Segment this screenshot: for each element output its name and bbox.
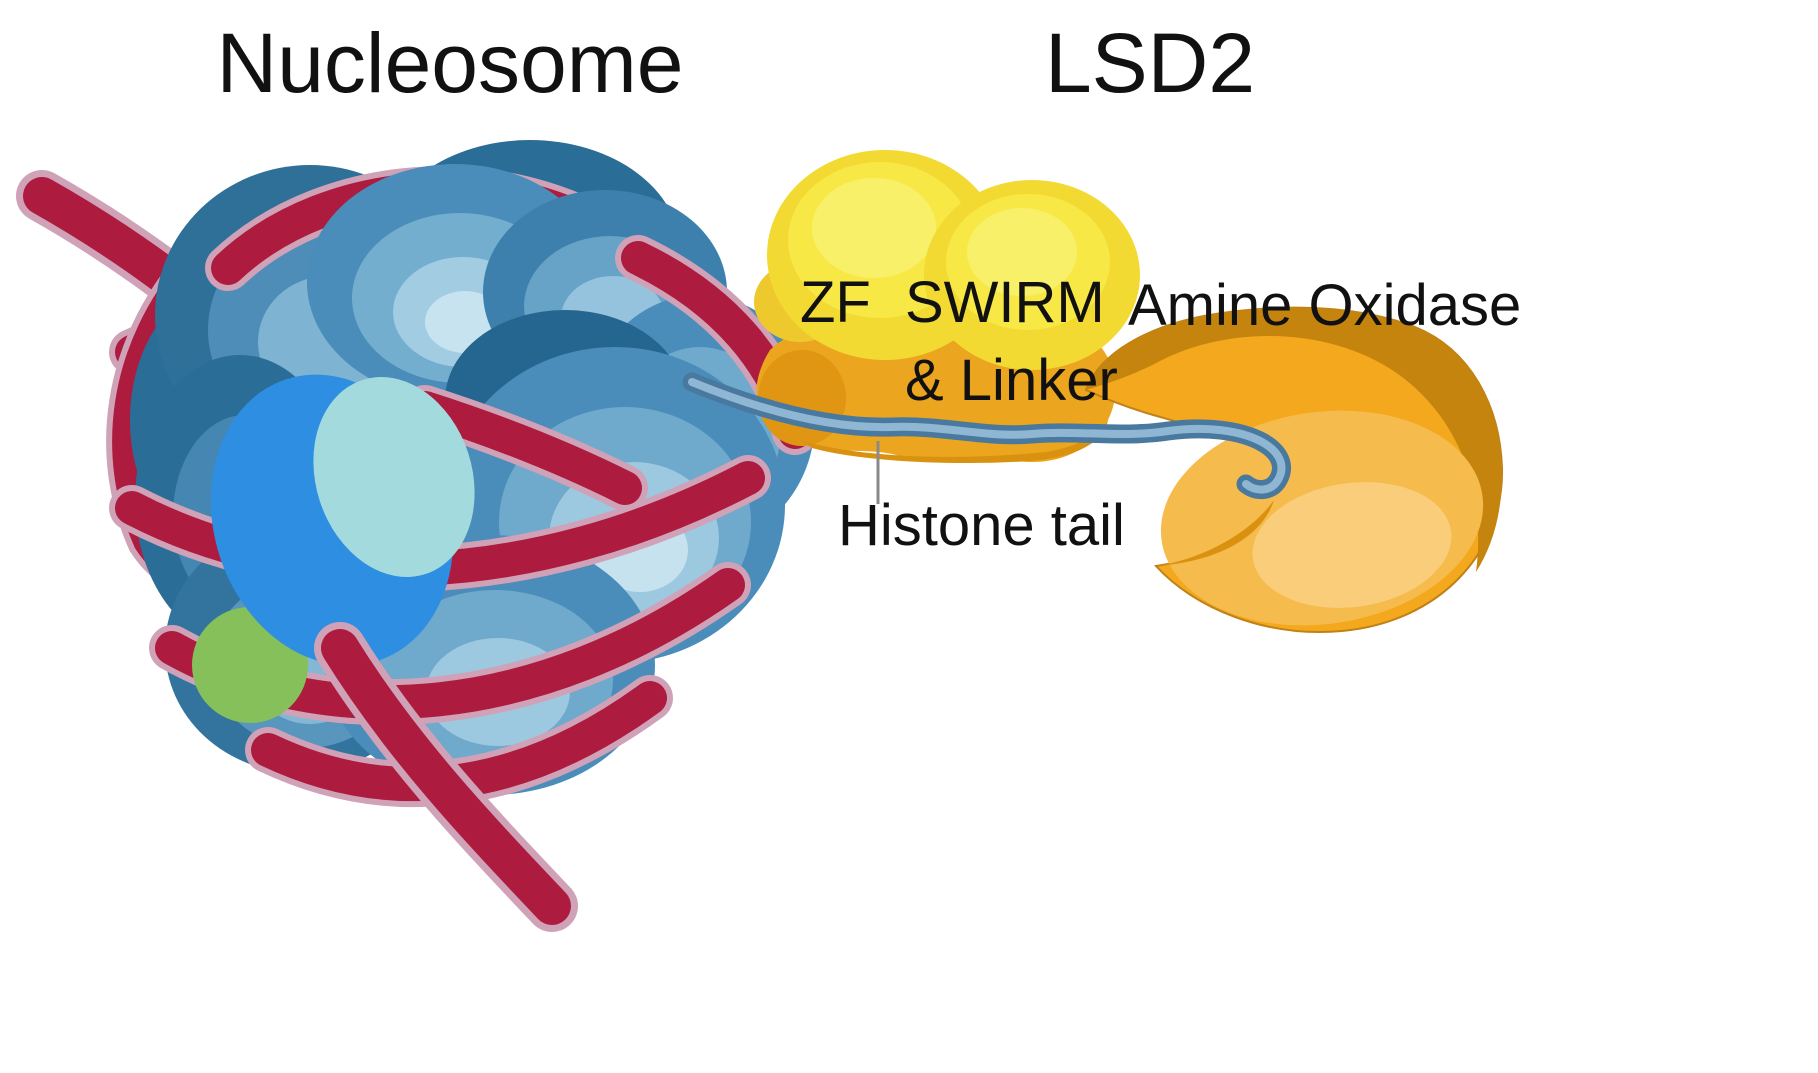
histone-tail-ribbon [682, 372, 1291, 499]
amine-oxidase-label: Amine Oxidase [1128, 273, 1521, 338]
zf-highlight [812, 178, 936, 278]
amine-oxidase-domain [1084, 306, 1504, 633]
swirm-highlight [967, 208, 1077, 296]
lsd2-title: LSD2 [1045, 16, 1255, 110]
cyan-histone-highlight [313, 377, 475, 577]
swirm-domain-blob [924, 180, 1140, 370]
linker-label: & Linker [905, 348, 1118, 413]
amine-oxidase-core-highlight [1252, 482, 1452, 608]
nucleosome-illustration [16, 140, 818, 932]
dna-mid-band [408, 391, 642, 505]
dna-exit-strand [321, 629, 571, 925]
histone-tail-label: Histone tail [838, 493, 1125, 558]
histone-tail-inner [688, 378, 1286, 494]
zf-label: ZF [800, 270, 871, 335]
amine-oxidase-rim [1086, 307, 1503, 572]
amine-oxidase-mouth-shadow [1156, 500, 1274, 566]
nucleosome-title: Nucleosome [217, 16, 684, 110]
diagram-labels: Nucleosome LSD2 ZF SWIRM & Linker Amine … [217, 16, 1522, 558]
lsd2-illustration [682, 150, 1504, 633]
swirm-label: SWIRM [905, 270, 1105, 335]
